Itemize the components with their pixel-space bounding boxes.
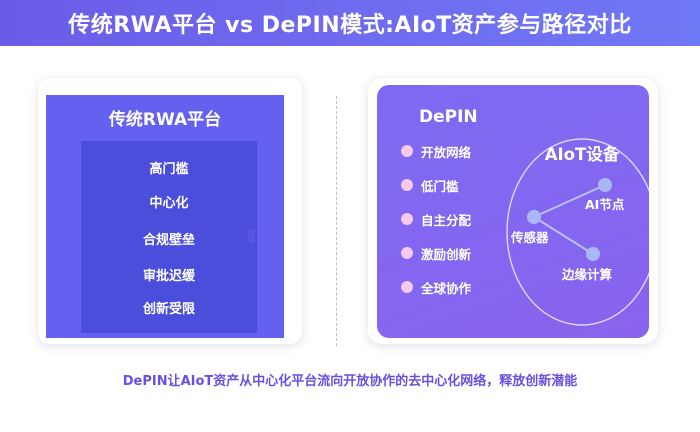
depin-feature-label: 开放网络: [421, 144, 472, 160]
link-sensor-ai: [533, 184, 606, 218]
bullet-dot-icon: [401, 213, 413, 225]
ai-node-dot-icon: [598, 178, 612, 192]
depin-feature-label: 全球协作: [421, 280, 472, 296]
ai-node-label: AI节点: [585, 197, 625, 212]
traditional-item: 创新受限: [142, 302, 195, 317]
depin-feature-label: 激励创新: [421, 246, 472, 262]
depin-title: DePIN: [419, 107, 478, 127]
list-scroll-handle: [248, 229, 255, 243]
traditional-title: 传统RWA平台: [108, 110, 222, 130]
traditional-item: 高门槛: [149, 162, 189, 177]
depin-feature: 低门槛: [401, 175, 459, 195]
depin-feature-label: 低门槛: [421, 178, 459, 194]
aiot-network-diagram: [506, 138, 649, 326]
bullet-dot-icon: [401, 281, 413, 293]
aiot-title: AIoT设备: [544, 145, 620, 164]
page-title: 传统RWA平台 vs DePIN模式:AIoT资产参与路径对比: [68, 13, 632, 38]
traditional-panel: 传统RWA平台 高门槛 中心化 合规壁垒 审批迟缓 创新受限: [46, 95, 284, 338]
depin-feature: 自主分配: [401, 209, 471, 229]
aiot-boundary-ellipse: [506, 138, 649, 326]
bullet-dot-icon: [401, 179, 413, 191]
traditional-item: 审批迟缓: [142, 269, 195, 284]
sensor-label: 传感器: [511, 230, 549, 245]
footer-caption: DePIN让AIoT资产从中心化平台流向开放协作的去中心化网络，释放创新潜能: [122, 374, 578, 389]
traditional-list: 高门槛 中心化 合规壁垒 审批迟缓 创新受限: [81, 141, 257, 333]
traditional-item: 中心化: [149, 196, 189, 211]
depin-feature: 激励创新: [401, 243, 471, 263]
bullet-dot-icon: [401, 247, 413, 259]
depin-panel: DePIN 开放网络 低门槛 自主分配 激励创新 全球协作 AIoT设备 AI节…: [377, 85, 649, 338]
header-banner: 传统RWA平台 vs DePIN模式:AIoT资产参与路径对比: [0, 0, 700, 46]
link-sensor-edge: [533, 216, 594, 255]
sensor-dot-icon: [527, 210, 541, 224]
dashed-divider: [336, 96, 337, 346]
edge-dot-icon: [586, 247, 600, 261]
traditional-item: 合规壁垒: [142, 233, 195, 248]
depin-feature: 开放网络: [401, 141, 471, 161]
edge-compute-label: 边缘计算: [562, 267, 613, 282]
depin-feature-label: 自主分配: [421, 212, 472, 228]
bullet-dot-icon: [401, 145, 413, 157]
depin-feature: 全球协作: [401, 277, 471, 297]
